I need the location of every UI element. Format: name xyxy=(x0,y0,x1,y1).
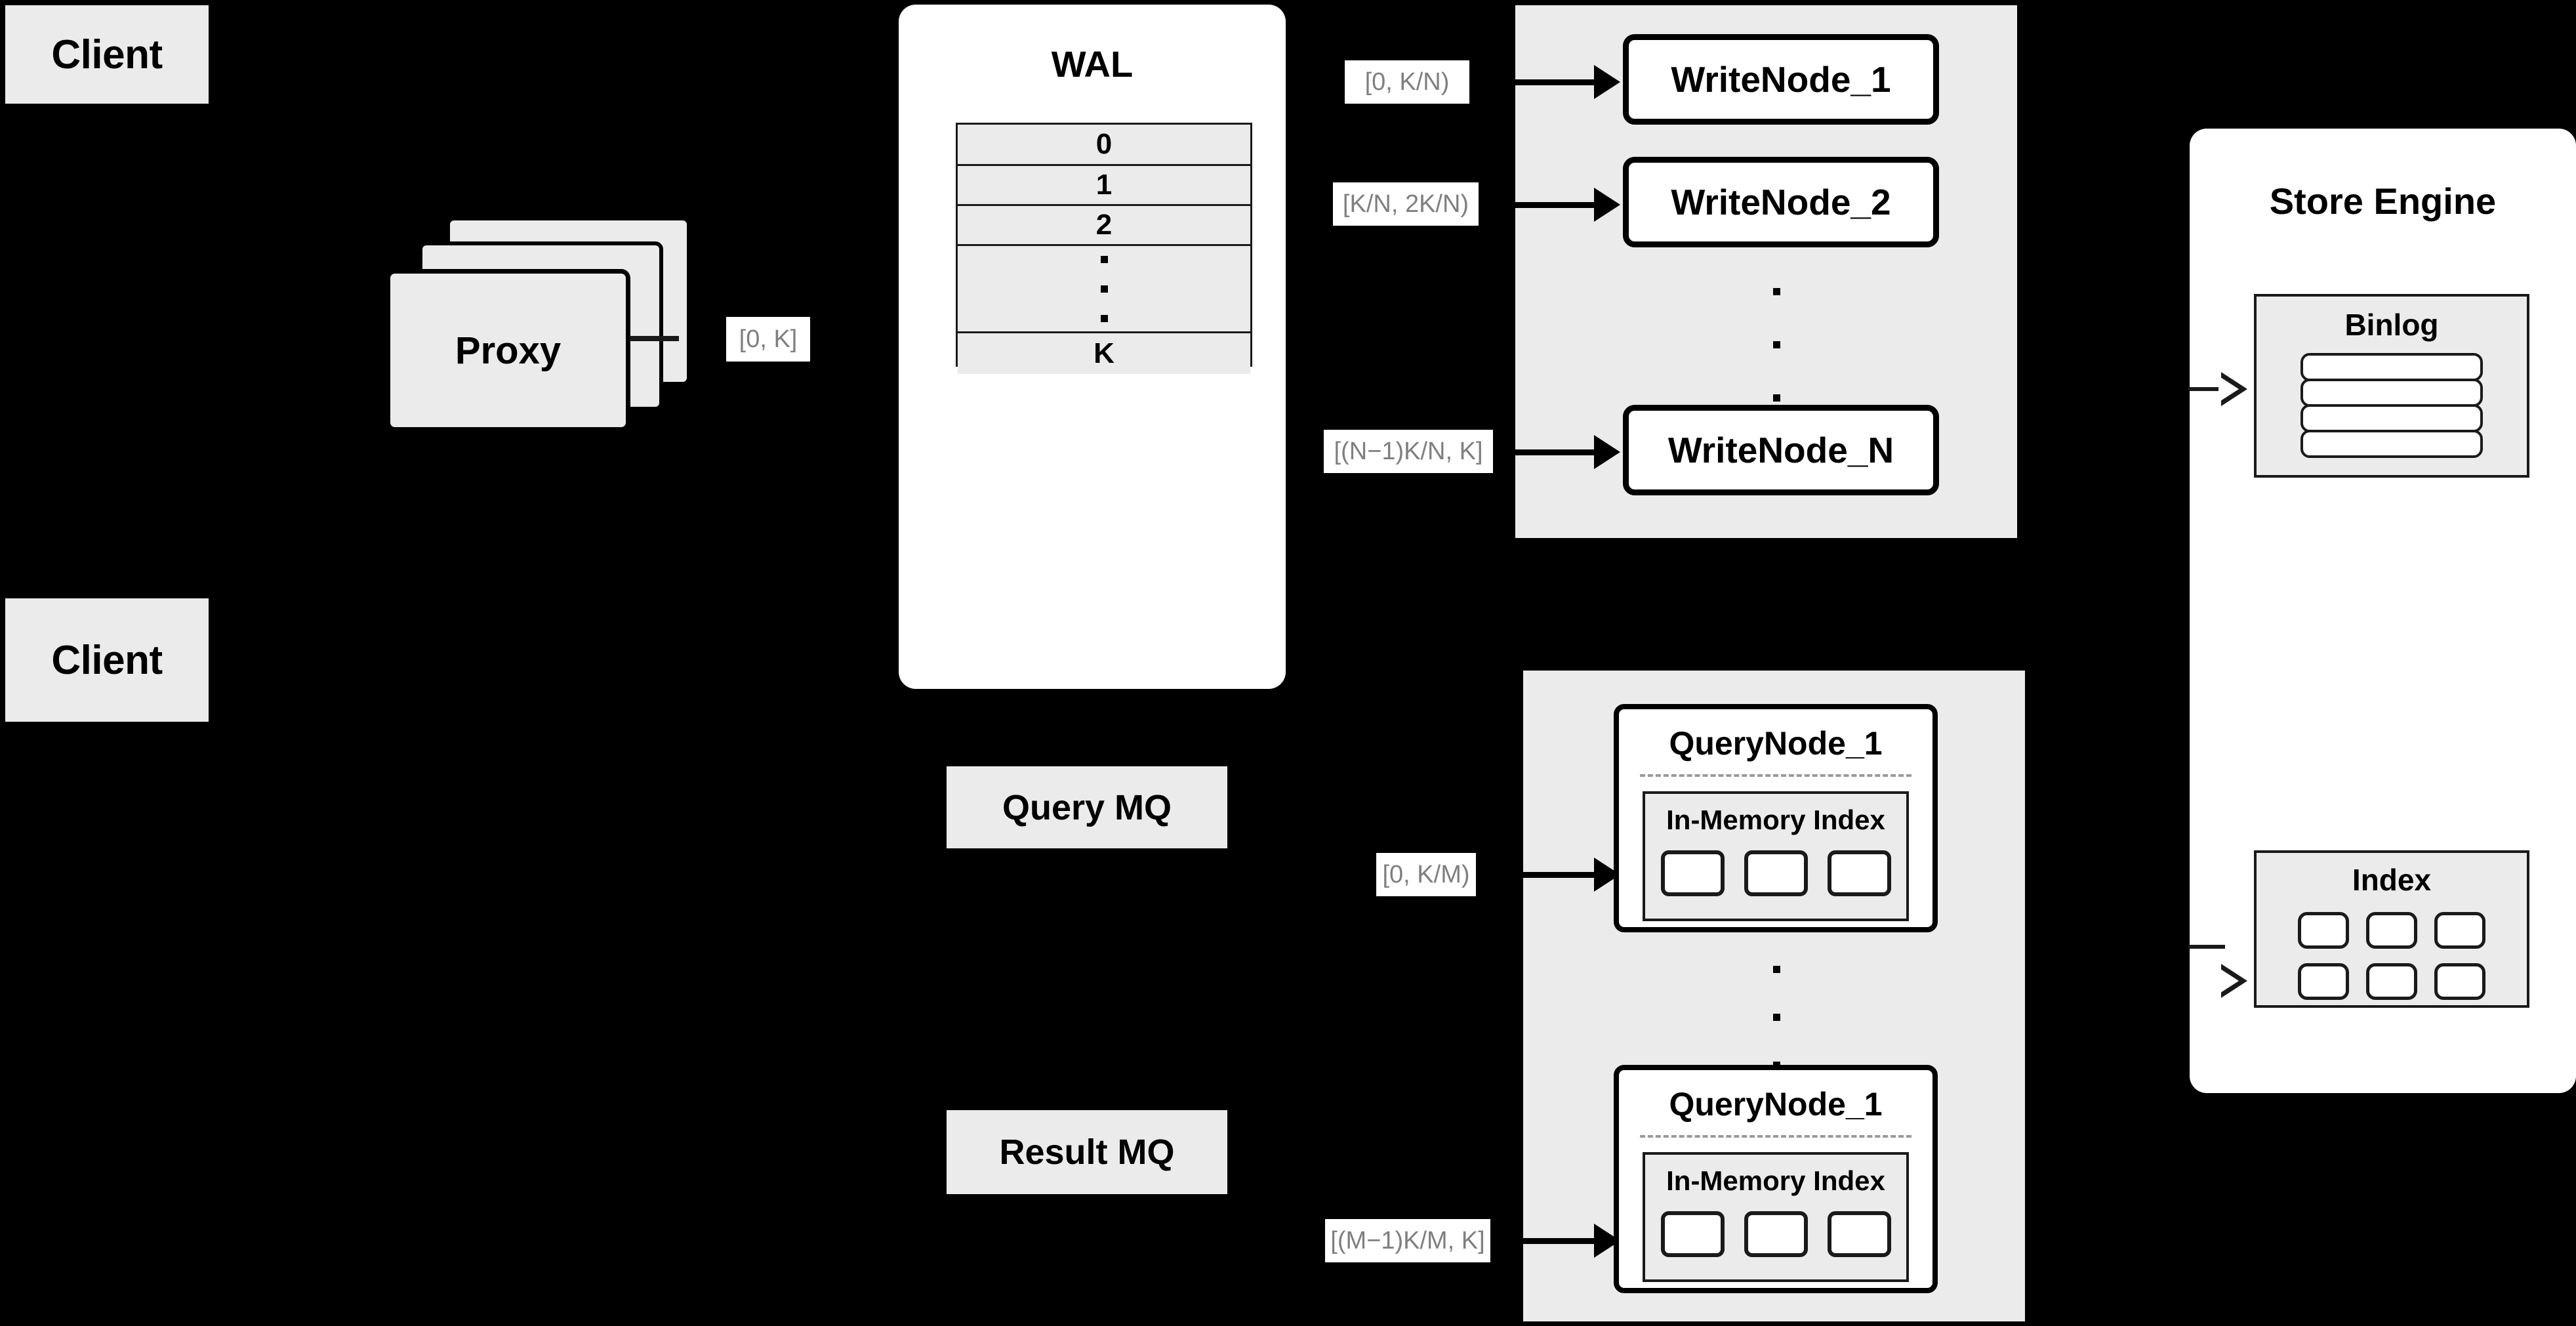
index-cell xyxy=(2434,912,2485,949)
client-box-1[interactable]: Client xyxy=(5,5,209,104)
arrow-to-write-node-2-line xyxy=(1503,202,1598,208)
query-node-m-box[interactable]: QueryNode_1 In-Memory Index xyxy=(1614,1065,1938,1293)
query-node-1-separator xyxy=(1640,774,1912,777)
result-mq-label: Result MQ xyxy=(999,1132,1175,1172)
query-node-1-range-label: [0, K/M) xyxy=(1376,853,1476,896)
arrow-to-query-node-1-line xyxy=(1500,872,1598,878)
binlog-row xyxy=(2300,353,2483,381)
write-node-1-box[interactable]: WriteNode_1 xyxy=(1623,34,1939,125)
write-node-2-range-label: [K/N, 2K/N) xyxy=(1333,182,1479,226)
binlog-row xyxy=(2300,379,2483,407)
proxy-to-wal-connector xyxy=(630,336,679,341)
range-text: [0, K/M) xyxy=(1382,860,1470,888)
arrow-to-write-node-1-line xyxy=(1493,79,1598,85)
proxy-box[interactable]: Proxy xyxy=(386,269,630,432)
arrow-to-binlog-head xyxy=(2218,372,2247,406)
ellipsis-dot xyxy=(1100,285,1108,293)
arrow-to-binlog-line xyxy=(2188,387,2225,391)
write-node-n-range-label: [(N−1)K/N, K] xyxy=(1324,430,1493,473)
write-node-1-label: WriteNode_1 xyxy=(1671,59,1891,100)
memory-index-cell xyxy=(1660,850,1725,896)
query-node-m-range-label: [(M−1)K/M, K] xyxy=(1325,1219,1490,1262)
query-node-m-title: QueryNode_1 xyxy=(1669,1086,1883,1123)
query-mq-box[interactable]: Query MQ xyxy=(947,766,1227,848)
write-node-ellipsis xyxy=(1770,282,1783,407)
ellipsis-dot xyxy=(1772,341,1780,348)
client-label-2: Client xyxy=(51,637,163,683)
binlog-row xyxy=(2300,430,2483,458)
query-node-1-memory-index: In-Memory Index xyxy=(1643,791,1909,921)
query-node-m-separator xyxy=(1640,1135,1912,1138)
arrow-to-index-head xyxy=(2218,964,2247,998)
arrow-to-write-node-n-head xyxy=(1594,435,1620,469)
index-box: Index xyxy=(2254,850,2529,1008)
binlog-title: Binlog xyxy=(2344,308,2439,342)
arrow-to-write-node-1-head xyxy=(1594,65,1620,99)
wal-row-ellipsis xyxy=(958,246,1250,333)
memory-index-cell xyxy=(1660,1211,1725,1257)
write-node-2-box[interactable]: WriteNode_2 xyxy=(1623,157,1939,247)
store-engine-panel: Store Engine Binlog Index xyxy=(2190,129,2576,1093)
memory-index-title: In-Memory Index xyxy=(1666,804,1885,835)
wal-table: 0 1 2 K xyxy=(956,123,1252,374)
range-text: [(N−1)K/N, K] xyxy=(1334,437,1483,465)
binlog-box: Binlog xyxy=(2254,294,2529,478)
ellipsis-dot xyxy=(1100,255,1108,263)
ellipsis-dot xyxy=(1772,965,1780,973)
arrow-to-index-line xyxy=(2188,945,2225,949)
result-mq-box[interactable]: Result MQ xyxy=(947,1110,1227,1194)
arrow-to-write-node-n-line xyxy=(1509,449,1598,455)
client-box-2[interactable]: Client xyxy=(5,598,209,722)
query-node-1-box[interactable]: QueryNode_1 In-Memory Index xyxy=(1614,704,1938,932)
query-mq-label: Query MQ xyxy=(1002,787,1172,827)
memory-index-cell xyxy=(1827,850,1891,896)
memory-index-title: In-Memory Index xyxy=(1666,1165,1885,1196)
index-cell xyxy=(2298,912,2349,949)
write-node-n-label: WriteNode_N xyxy=(1667,430,1894,470)
memory-index-cell xyxy=(1827,1211,1891,1257)
proxy-label: Proxy xyxy=(455,329,562,372)
index-title: Index xyxy=(2352,863,2432,897)
write-node-1-range-label: [0, K/N) xyxy=(1345,60,1469,104)
arrow-to-write-node-2-head xyxy=(1594,188,1620,222)
wal-row: K xyxy=(958,333,1250,374)
wal-row: 2 xyxy=(958,206,1250,246)
binlog-row xyxy=(2300,404,2483,432)
ellipsis-dot xyxy=(1100,314,1108,322)
range-text: [0, K] xyxy=(739,325,798,353)
wal-row: 0 xyxy=(958,125,1250,166)
memory-index-cell xyxy=(1744,1211,1808,1257)
client-label-1: Client xyxy=(51,31,163,77)
range-text: [0, K/N) xyxy=(1364,68,1450,96)
store-engine-title: Store Engine xyxy=(2269,180,2497,222)
write-node-n-box[interactable]: WriteNode_N xyxy=(1623,405,1939,495)
write-node-2-label: WriteNode_2 xyxy=(1671,182,1891,222)
wal-row: 1 xyxy=(958,166,1250,206)
arrow-to-query-node-m-line xyxy=(1509,1238,1598,1244)
index-cell xyxy=(2434,963,2485,1000)
query-node-ellipsis xyxy=(1770,958,1783,1076)
index-cell xyxy=(2366,912,2417,949)
query-node-1-title: QueryNode_1 xyxy=(1669,725,1883,762)
ellipsis-dot xyxy=(1772,1013,1780,1021)
index-cell xyxy=(2366,963,2417,1000)
ellipsis-dot xyxy=(1772,394,1780,402)
ellipsis-dot xyxy=(1772,287,1780,295)
proxy-output-range-label: [0, K] xyxy=(726,317,810,362)
range-text: [(M−1)K/M, K] xyxy=(1330,1226,1485,1254)
index-cell xyxy=(2298,963,2349,1000)
memory-index-cell xyxy=(1744,850,1808,896)
wal-panel: WAL 0 1 2 K xyxy=(899,5,1286,689)
range-text: [K/N, 2K/N) xyxy=(1342,190,1469,218)
wal-title: WAL xyxy=(1051,43,1134,85)
query-node-m-memory-index: In-Memory Index xyxy=(1643,1152,1909,1282)
